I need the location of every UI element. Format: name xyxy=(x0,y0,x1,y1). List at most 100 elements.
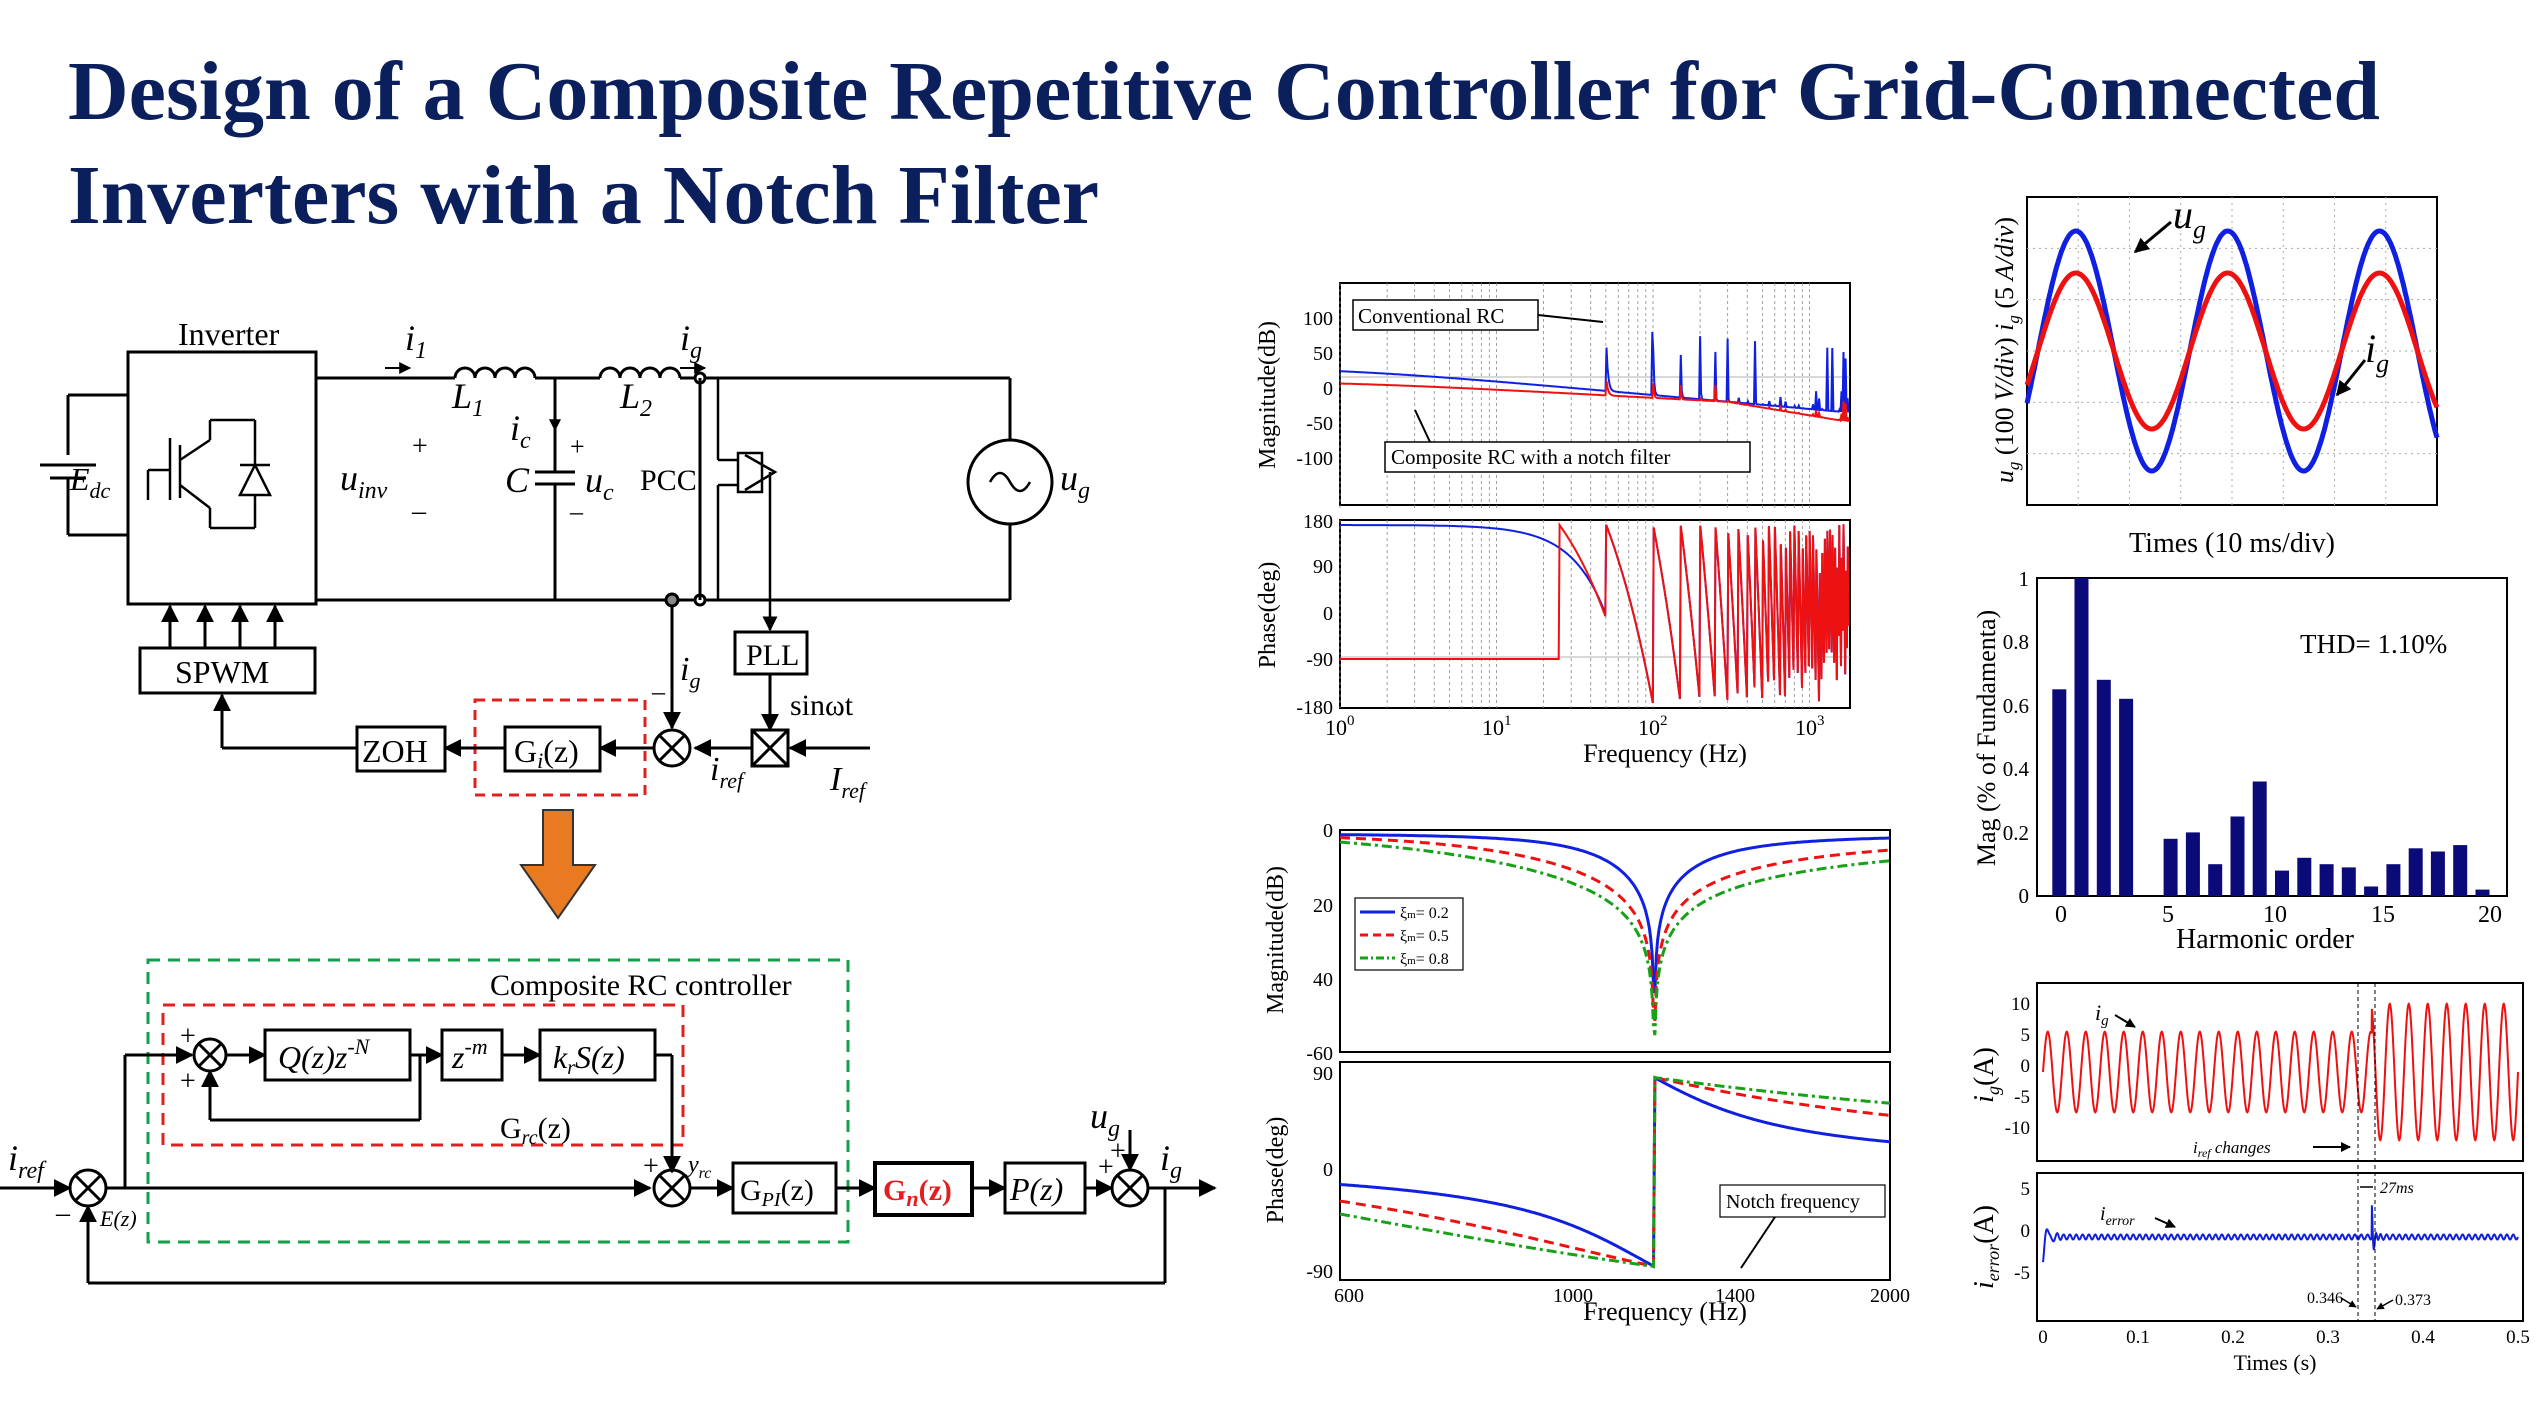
c-label: C xyxy=(505,460,530,500)
zoh-label: ZOH xyxy=(362,733,428,769)
bar-ylabel: Mag (% of Fundamenta) xyxy=(1972,610,2001,866)
step-x-tick: 0.4 xyxy=(2411,1327,2435,1348)
b1-phase-tick: -180 xyxy=(1296,697,1333,719)
b2-mag-curve xyxy=(1339,840,1891,1036)
bar xyxy=(2230,816,2245,896)
wf-xlabel: Times (10 ms/div) xyxy=(2129,528,2335,559)
bar-axes xyxy=(2036,577,2508,897)
step-x-tick: 0.1 xyxy=(2126,1327,2150,1348)
wf-ig-curve xyxy=(2024,270,2440,432)
uinv-label: uinv xyxy=(340,458,388,504)
b1-mag-tick: -100 xyxy=(1296,448,1333,470)
krs-label: krS(z) xyxy=(553,1039,625,1079)
grc-box xyxy=(161,1003,685,1147)
b1-x-tick: 101 xyxy=(1482,713,1512,740)
step-x-tick: 0.5 xyxy=(2506,1327,2530,1348)
out-plus-1: + xyxy=(1098,1152,1114,1183)
b2-x-tick: 2000 xyxy=(1870,1285,1910,1307)
bar xyxy=(2208,864,2223,896)
sinwt-label: sinωt xyxy=(790,689,854,722)
bar xyxy=(2364,886,2379,896)
b2-legend: ξm= 0.2 ξm= 0.5 ξm= 0.8 xyxy=(1354,897,1464,971)
bar xyxy=(2185,832,2200,896)
b2-phase-curve xyxy=(1339,1075,1891,1269)
b1-mag-tick: 50 xyxy=(1313,343,1333,365)
wf-curves xyxy=(2024,228,2440,474)
step-curves xyxy=(2042,1002,2519,1263)
b1-xlabel: Frequency (Hz) xyxy=(1583,739,1747,768)
bar xyxy=(2386,864,2401,896)
bar xyxy=(2163,838,2178,896)
bar-xlabel: Harmonic order xyxy=(2176,924,2355,955)
down-arrow-icon xyxy=(519,809,597,920)
b2-phase-ticks: 90 0 -90 xyxy=(1306,1063,1333,1283)
bar-y-tick: 0.2 xyxy=(2003,821,2029,845)
bar-y-tick: 0 xyxy=(2019,884,2030,908)
bar xyxy=(2408,848,2423,896)
b1-x-tick: 102 xyxy=(1638,713,1668,740)
b2-mag-curve xyxy=(1340,833,1890,994)
ig-tick: 5 xyxy=(2021,1025,2031,1046)
ctl-ig-label: ig xyxy=(1160,1138,1182,1184)
waveform-plot: ug (100 V/div) ig (5 A/div) Times (10 ms… xyxy=(1990,192,2440,559)
rc-sum-plus: + xyxy=(643,1151,659,1182)
bar xyxy=(2475,889,2490,896)
b1-mag-tick: 0 xyxy=(1323,378,1333,400)
gi-label: Gi(z) xyxy=(514,733,579,773)
rc-plus-2: + xyxy=(180,1021,196,1052)
ig-tick: -10 xyxy=(2005,1118,2030,1139)
b1-x-ticks: 100 101 102 103 xyxy=(1325,713,1825,740)
bar xyxy=(2096,679,2111,896)
ierr-axes xyxy=(2036,1172,2524,1322)
ig-step-curve xyxy=(2042,1002,2519,1142)
b2-phase-tick: 90 xyxy=(1313,1063,1333,1085)
b2-phase-curve xyxy=(1339,1075,1891,1269)
legend-item: ξm= 0.8 xyxy=(1400,951,1449,968)
b1-phase-tick: 90 xyxy=(1313,556,1333,578)
b1-phase-tick: -90 xyxy=(1306,649,1333,671)
b2-curves xyxy=(1339,833,1891,1269)
b2-ann-notch: Notch frequency xyxy=(1726,1191,1860,1213)
b2-mag-tick: -60 xyxy=(1306,1043,1333,1065)
spwm-label: SPWM xyxy=(175,654,269,690)
b2-mag-curve xyxy=(1339,836,1891,1022)
b2-mag-tick: 0 xyxy=(1323,820,1333,842)
ug-label: ug xyxy=(1060,458,1090,504)
bar-x-tick: 15 xyxy=(2371,902,2395,928)
circuit-diagram: Edc Inverter i1 L1 L2 ig + uinv – ic xyxy=(0,316,1217,1285)
step-ann-ig: ig xyxy=(2095,1000,2109,1029)
b1-phase-tick: 180 xyxy=(1303,511,1333,533)
b1-x-tick: 103 xyxy=(1795,713,1825,740)
step-xlabel: Times (s) xyxy=(2234,1350,2317,1375)
pcc-label: PCC xyxy=(640,464,697,497)
wf-ug-curve xyxy=(2024,228,2440,474)
bode-plot-notch: Magnitude(dB) Phase(deg) Frequency (Hz) … xyxy=(1263,820,1910,1326)
step-response-plot: 10 5 0 -5 -10 5 0 -5 0 0.1 0.2 0.3 0.4 0… xyxy=(1969,982,2530,1375)
bar xyxy=(2275,870,2289,896)
gn-label: Gn(z) xyxy=(883,1174,952,1211)
harmonic-bar-chart: 1 0.8 0.6 0.4 0.2 0 0 5 10 15 20 Mag (% … xyxy=(1972,567,2508,955)
bar xyxy=(2074,578,2089,896)
bar xyxy=(2319,864,2334,896)
b2-xlabel: Frequency (Hz) xyxy=(1583,1297,1747,1326)
inductor-l1 xyxy=(453,366,537,379)
ierr-step-curve xyxy=(2042,1205,2519,1263)
spwm-block xyxy=(138,646,317,695)
b2-x-tick: 1000 xyxy=(1553,1285,1593,1307)
b2-phase-curve xyxy=(1339,1075,1891,1269)
uc-plus: + xyxy=(570,432,585,461)
step-ann-ierr: ierror xyxy=(2100,1203,2135,1229)
l1-label: L1 xyxy=(451,376,484,422)
bar-x-tick: 10 xyxy=(2263,902,2287,928)
uinv-plus: + xyxy=(412,431,428,462)
ig-ticks: 10 5 0 -5 -10 xyxy=(2005,994,2030,1139)
wf-ig-label: ig xyxy=(2365,326,2389,378)
ierr-tick: 5 xyxy=(2021,1179,2031,1200)
wf-ug-label: ug xyxy=(2173,192,2206,244)
bar xyxy=(2252,781,2267,896)
b1-composite-phase-curve xyxy=(1340,521,1850,704)
legend-item: ξm= 0.2 xyxy=(1400,905,1449,922)
b2-x-ticks: 600 1000 1400 2000 xyxy=(1334,1285,1910,1307)
inverter-box xyxy=(126,350,318,606)
ierr-ticks: 5 0 -5 xyxy=(2014,1179,2030,1284)
